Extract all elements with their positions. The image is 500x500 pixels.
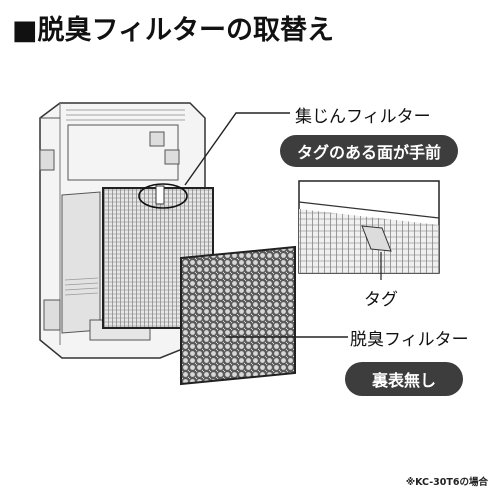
deodorizing-filter-instruction-badge: 裏表無し xyxy=(345,362,463,396)
tag-label: タグ xyxy=(364,290,398,310)
model-footnote: ※KC-30T6の場合 xyxy=(405,477,488,488)
page-title: ■脱臭フィルターの取替え xyxy=(12,15,334,46)
tag-closeup-inset xyxy=(298,180,440,280)
deodorizing-filter-label: 脱臭フィルター xyxy=(350,330,469,350)
deodorizing-filter-image xyxy=(180,245,296,386)
dust-filter-label: 集じんフィルター xyxy=(295,107,431,127)
dust-filter-leader-line xyxy=(184,112,290,186)
dust-filter-instruction-badge: タグのある面が手前 xyxy=(280,135,458,167)
